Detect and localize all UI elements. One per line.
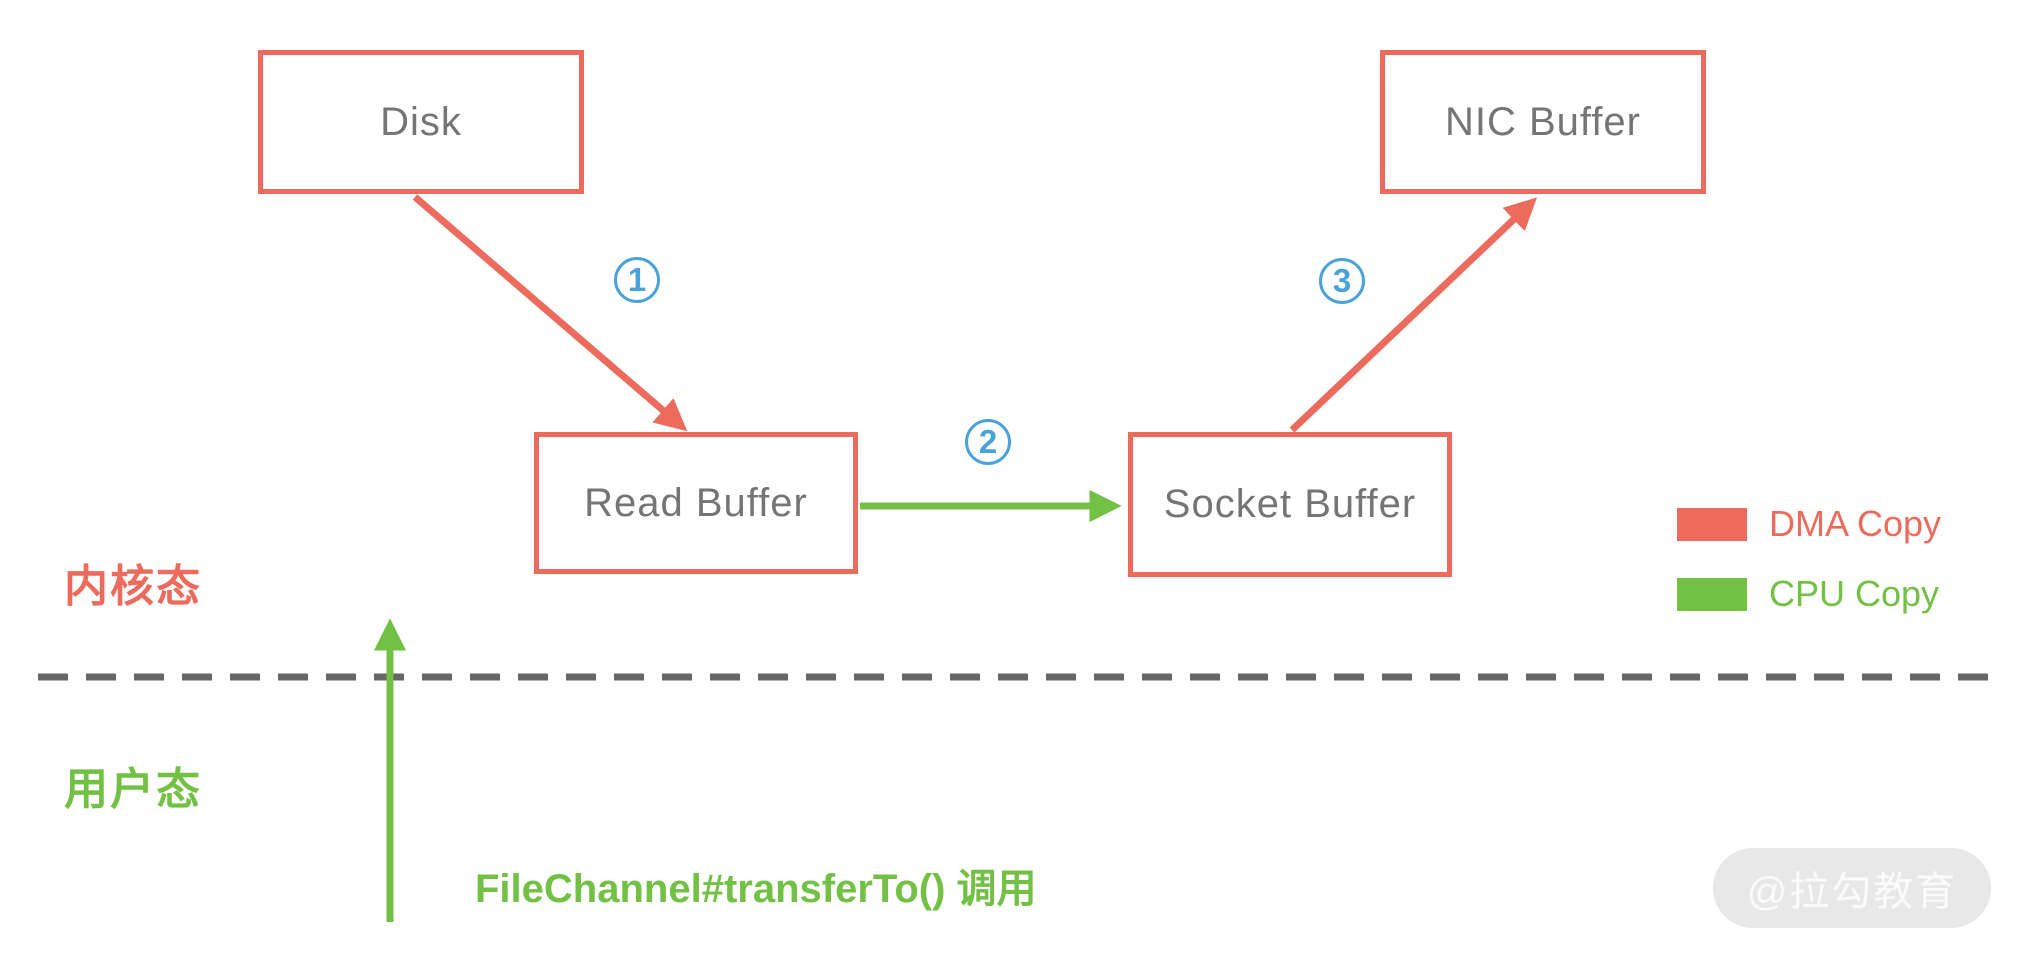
node-nic-buffer: NIC Buffer xyxy=(1380,50,1706,194)
legend-row-dma: DMA Copy xyxy=(1677,503,1941,545)
node-nic-buffer-label: NIC Buffer xyxy=(1445,99,1641,144)
transferto-call-label: FileChannel#transferTo() 调用 xyxy=(475,867,1037,911)
node-disk-label: Disk xyxy=(380,99,462,144)
dma-copy-swatch xyxy=(1677,507,1747,541)
legend: DMA Copy CPU Copy xyxy=(1677,503,1941,615)
cpu-copy-label: CPU Copy xyxy=(1769,573,1940,614)
legend-row-cpu: CPU Copy xyxy=(1677,573,1941,615)
step-2-badge: 2 xyxy=(965,419,1011,465)
dma-arrow-disk-to-read-buffer xyxy=(412,194,688,432)
dma-copy-label: DMA Copy xyxy=(1769,503,1942,544)
node-socket-buffer-label: Socket Buffer xyxy=(1163,482,1417,526)
cpu-copy-swatch xyxy=(1677,577,1747,611)
kernel-mode-label: 内核态 xyxy=(64,562,202,611)
node-socket-buffer: Socket Buffer xyxy=(1128,432,1452,577)
node-read-buffer: Read Buffer xyxy=(534,432,858,574)
step-3-badge: 3 xyxy=(1319,258,1365,304)
step-1-badge: 1 xyxy=(614,257,660,303)
watermark-badge: @拉勾教育 xyxy=(1713,848,1991,928)
dma-arrow-socket-buffer-to-nic-buffer xyxy=(1289,197,1538,433)
node-read-buffer-label: Read Buffer xyxy=(584,480,808,525)
node-disk: Disk xyxy=(258,50,584,194)
user-mode-label: 用户态 xyxy=(64,765,202,814)
